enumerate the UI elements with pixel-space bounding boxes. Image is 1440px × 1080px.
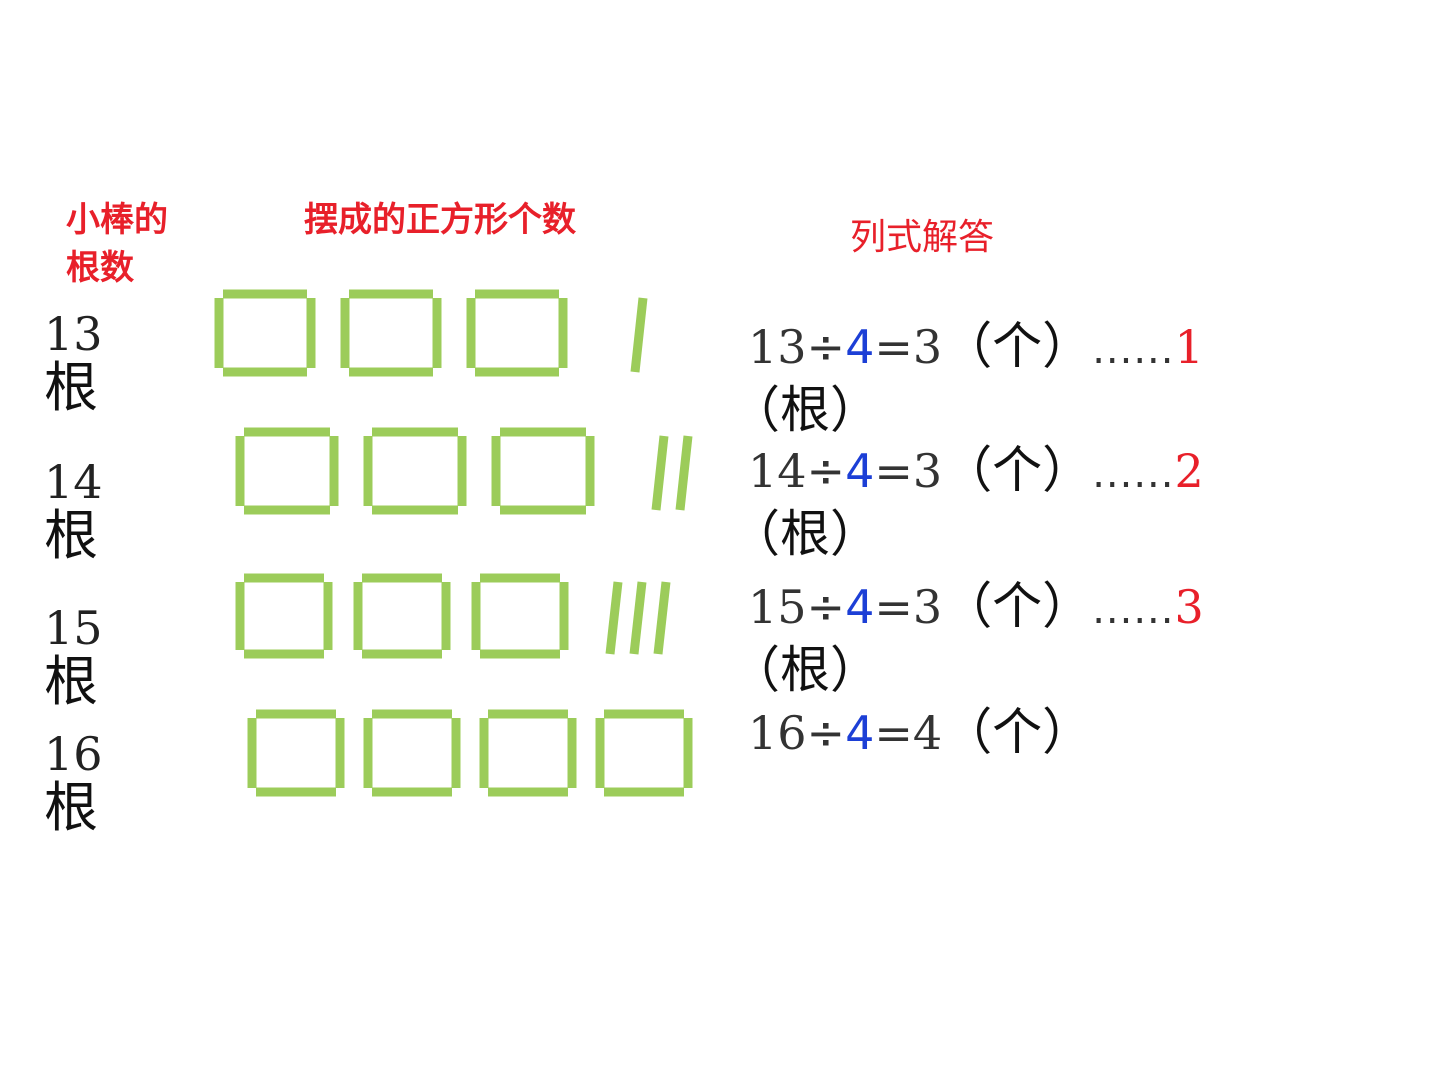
stick-square	[214, 289, 316, 377]
stick-square	[595, 709, 693, 797]
remainder-dots: ......	[1092, 327, 1175, 373]
stick	[653, 581, 671, 655]
row-4-count: 16 根	[44, 730, 103, 838]
row-1-count: 13 根	[44, 310, 103, 418]
stick-count-unit: 根	[44, 504, 98, 567]
stick-square	[479, 709, 577, 797]
remainder: 1	[1174, 320, 1204, 374]
quotient-unit: （个）	[942, 441, 1093, 499]
stick	[630, 297, 648, 373]
stick	[605, 581, 623, 655]
remainder: 3	[1174, 580, 1204, 634]
stick-count-number: 14	[44, 455, 103, 509]
stick-count-number: 16	[44, 727, 103, 781]
stick-count-unit: 根	[44, 356, 98, 419]
stick-square	[340, 289, 442, 377]
stick-square	[491, 427, 595, 515]
stick-count-unit: 根	[44, 776, 98, 839]
row-3-count: 15 根	[44, 604, 103, 712]
solution-header: 列式解答	[850, 217, 995, 258]
stick-square	[247, 709, 345, 797]
remainder: 2	[1174, 444, 1204, 498]
divisor: 4	[845, 444, 875, 498]
stick-square	[235, 573, 333, 659]
squares-header: 摆成的正方形个数	[304, 200, 576, 240]
quotient-unit: （个）	[942, 703, 1093, 761]
stick-square	[471, 573, 569, 659]
dividend: 16	[748, 706, 807, 760]
quotient: =3	[874, 580, 943, 634]
quotient-unit: （个）	[942, 577, 1093, 635]
quotient-unit: （个）	[942, 317, 1093, 375]
dividend: 14	[748, 444, 807, 498]
count-header: 小棒的 根数	[66, 196, 168, 292]
stick-squares-row-3	[235, 573, 671, 659]
stick-squares-row-4	[247, 709, 693, 797]
stick-squares-row-1	[214, 289, 648, 377]
equation-row-4: 16÷4=4（个）	[748, 702, 1092, 763]
remainder-unit: （根）	[730, 505, 880, 563]
quotient: =3	[874, 444, 943, 498]
stick-count-unit: 根	[44, 650, 98, 713]
remainder-unit: （根）	[730, 641, 880, 699]
divide-sign: ÷	[806, 444, 846, 498]
divide-sign: ÷	[806, 580, 846, 634]
quotient: =4	[874, 706, 943, 760]
stick-count-number: 15	[44, 601, 103, 655]
stick	[629, 581, 647, 655]
stick-square	[363, 709, 461, 797]
dividend: 15	[748, 580, 807, 634]
equation-row-2: 14÷4=3（个）......2 （根）	[730, 440, 1204, 564]
stick-squares-row-2	[235, 427, 693, 515]
equation-row-1: 13÷4=3（个）......1 （根）	[730, 316, 1204, 440]
remainder-unit: （根）	[730, 381, 880, 439]
stick-count-number: 13	[44, 307, 103, 361]
count-header-line1: 小棒的	[66, 200, 168, 240]
stick	[651, 435, 669, 511]
row-2-count: 14 根	[44, 458, 103, 566]
stick-square	[466, 289, 568, 377]
divisor: 4	[845, 580, 875, 634]
count-header-line2: 根数	[66, 248, 134, 288]
stick	[675, 435, 693, 511]
dividend: 13	[748, 320, 807, 374]
equation-row-3: 15÷4=3（个）......3 （根）	[730, 576, 1204, 700]
divisor: 4	[845, 706, 875, 760]
quotient: =3	[874, 320, 943, 374]
divide-sign: ÷	[806, 706, 846, 760]
divide-sign: ÷	[806, 320, 846, 374]
stick-square	[363, 427, 467, 515]
divisor: 4	[845, 320, 875, 374]
stick-square	[353, 573, 451, 659]
remainder-dots: ......	[1092, 451, 1175, 497]
stick-square	[235, 427, 339, 515]
remainder-dots: ......	[1092, 587, 1175, 633]
